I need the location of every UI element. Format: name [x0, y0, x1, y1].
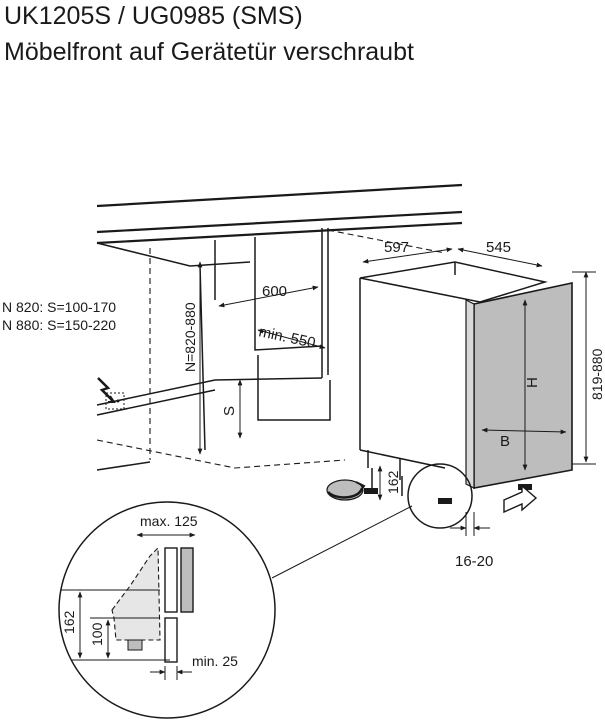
dim-appliance-depth: 545 — [486, 239, 511, 256]
dimension-labels: 600 597 545 min. 550 N=820-880 819-880 H… — [2, 239, 605, 570]
rule-n880: N 880: S=150-220 — [2, 317, 116, 333]
dim-plinth-height: 162 — [385, 470, 401, 494]
dimension-lines — [197, 247, 596, 536]
furniture-door-front — [465, 282, 573, 489]
push-arrow-icon — [503, 484, 538, 514]
dim-plinth-offset: 16-20 — [455, 553, 493, 570]
detail-height-100: 100 — [89, 622, 105, 646]
dim-appliance-width: 597 — [384, 239, 409, 256]
electrical-outlet-icon — [97, 377, 125, 410]
detail-height-162: 162 — [61, 610, 77, 634]
detail-min-label: min. 25 — [192, 653, 238, 669]
adjust-rotation-arrow-icon — [326, 479, 366, 501]
plinth-and-feet — [364, 463, 532, 529]
rule-n820: N 820: S=100-170 — [2, 299, 116, 315]
detail-max-label: max. 125 — [140, 513, 198, 529]
dim-plinth-setback: S — [221, 406, 238, 416]
dim-appliance-height: 819-880 — [589, 348, 605, 400]
dim-niche-height: N=820-880 — [182, 302, 198, 372]
niche-walls — [96, 228, 446, 471]
page-subtitle: Möbelfront auf Gerätetür verschraubt — [4, 38, 414, 66]
dim-front-height: H — [524, 377, 541, 388]
dim-niche-width: 600 — [262, 283, 287, 300]
page-title: UK1205S / UG0985 (SMS) — [4, 2, 303, 30]
worktop — [96, 183, 463, 267]
detail-circle: max. 125 min. 25 162 100 — [58, 501, 413, 719]
dim-front-width: B — [500, 433, 510, 450]
